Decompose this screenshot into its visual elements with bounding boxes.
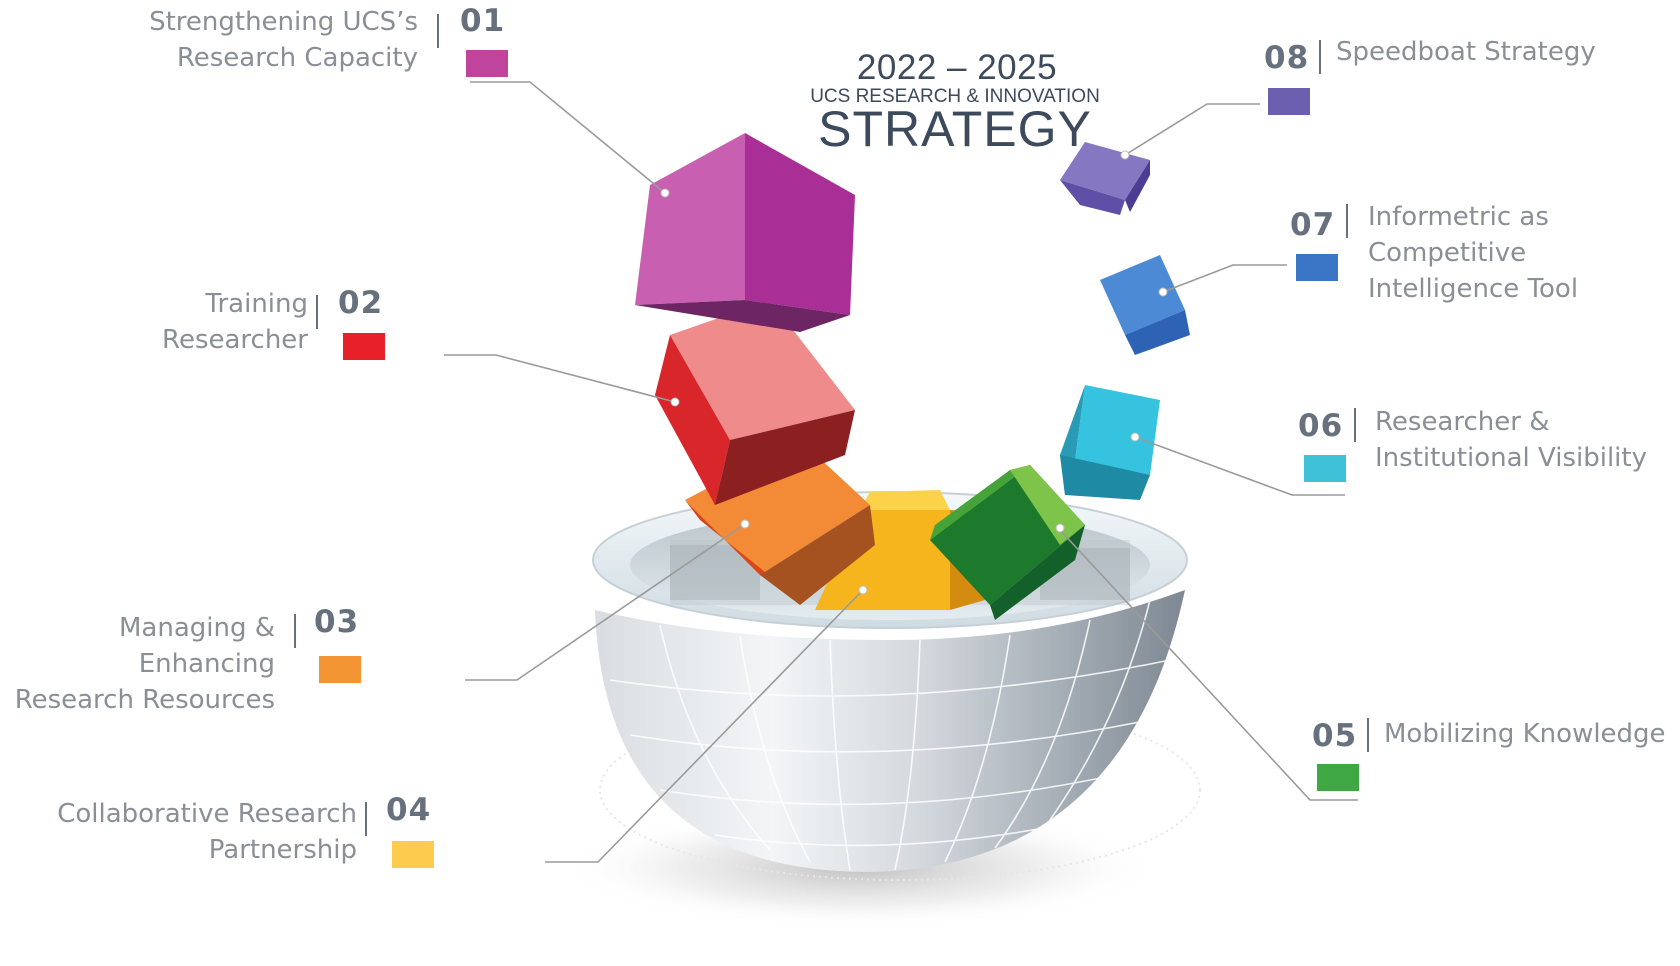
- item-label-line: Strengthening UCS’s: [149, 7, 418, 37]
- connector-04: [545, 589, 864, 863]
- item-label: Researcher & Institutional Visibility: [1375, 404, 1647, 476]
- separator: [437, 14, 439, 48]
- item-label-line: Managing &: [118, 613, 275, 643]
- connector-06: [1134, 436, 1345, 496]
- connector-dots: [660, 150, 1168, 595]
- item-number: 04: [386, 792, 432, 828]
- color-swatch: [1317, 764, 1359, 791]
- item-label-line: Speedboat Strategy: [1336, 37, 1596, 67]
- connector-01: [470, 81, 666, 194]
- item-label-line: Intelligence Tool: [1368, 274, 1579, 304]
- item-label-line: Research Capacity: [176, 43, 418, 73]
- item-number: 03: [314, 604, 360, 640]
- item-label-line: Collaborative Research: [57, 799, 357, 829]
- connector-08: [1124, 103, 1260, 156]
- item-label-line: Partnership: [208, 835, 357, 865]
- connector-05: [1059, 529, 1358, 801]
- cube-02-red: [655, 300, 855, 505]
- title-main: STRATEGY: [818, 101, 1092, 157]
- item-label-line: Competitive: [1368, 238, 1527, 268]
- item-label: Speedboat Strategy: [1336, 34, 1596, 70]
- item-number: 01: [460, 3, 506, 39]
- cube-01-magenta: [635, 133, 855, 332]
- item-number: 07: [1290, 207, 1336, 243]
- item-number: 02: [338, 285, 384, 321]
- title-years: 2022 – 2025: [856, 48, 1058, 87]
- item-label-line: Researcher &: [1375, 407, 1550, 437]
- separator: [294, 614, 296, 648]
- item-label-line: Training: [205, 289, 308, 319]
- item-label-line: Institutional Visibility: [1375, 443, 1647, 473]
- cube-06-cyan: [1060, 385, 1160, 500]
- item-label-line: Research Resources: [14, 685, 275, 715]
- color-swatch: [1268, 88, 1310, 115]
- item-number: 08: [1264, 40, 1310, 76]
- separator: [1367, 718, 1369, 752]
- connector-03: [465, 523, 746, 681]
- color-swatch: [1304, 455, 1346, 482]
- floor-ring: [599, 699, 1201, 881]
- separator: [1354, 408, 1356, 442]
- cube-07-blue: [1100, 255, 1190, 355]
- separator: [316, 295, 318, 329]
- item-label: Training Researcher: [162, 286, 308, 358]
- bowl-outer: [595, 590, 1185, 872]
- item-label-line: Researcher: [162, 325, 308, 355]
- connector-07: [1162, 264, 1287, 293]
- item-label: Collaborative Research Partnership: [57, 796, 357, 868]
- item-label-line: Informetric as: [1368, 202, 1549, 232]
- separator: [1346, 204, 1348, 238]
- item-label-line: Mobilizing Knowledge: [1384, 719, 1666, 749]
- item-label: Informetric as Competitive Intelligence …: [1368, 199, 1578, 307]
- color-swatch: [343, 333, 385, 360]
- color-swatch: [392, 841, 434, 868]
- item-label-line: Enhancing: [138, 649, 275, 679]
- item-number: 05: [1312, 718, 1358, 754]
- cube-03-orange: [685, 440, 875, 605]
- item-label: Managing & Enhancing Research Resources: [15, 610, 275, 718]
- title-subtitle: UCS RESEARCH & INNOVATION: [810, 86, 1100, 107]
- connector-lines: [444, 81, 1358, 863]
- connector-02: [444, 354, 676, 403]
- color-swatch: [319, 656, 361, 683]
- separator: [1319, 40, 1321, 74]
- item-number: 06: [1298, 408, 1344, 444]
- item-label: Strengthening UCS’s Research Capacity: [149, 4, 418, 76]
- cube-05-green: [930, 465, 1085, 620]
- color-swatch: [466, 50, 508, 77]
- item-label: Mobilizing Knowledge: [1384, 716, 1666, 752]
- color-swatch: [1296, 254, 1338, 281]
- separator: [365, 802, 367, 836]
